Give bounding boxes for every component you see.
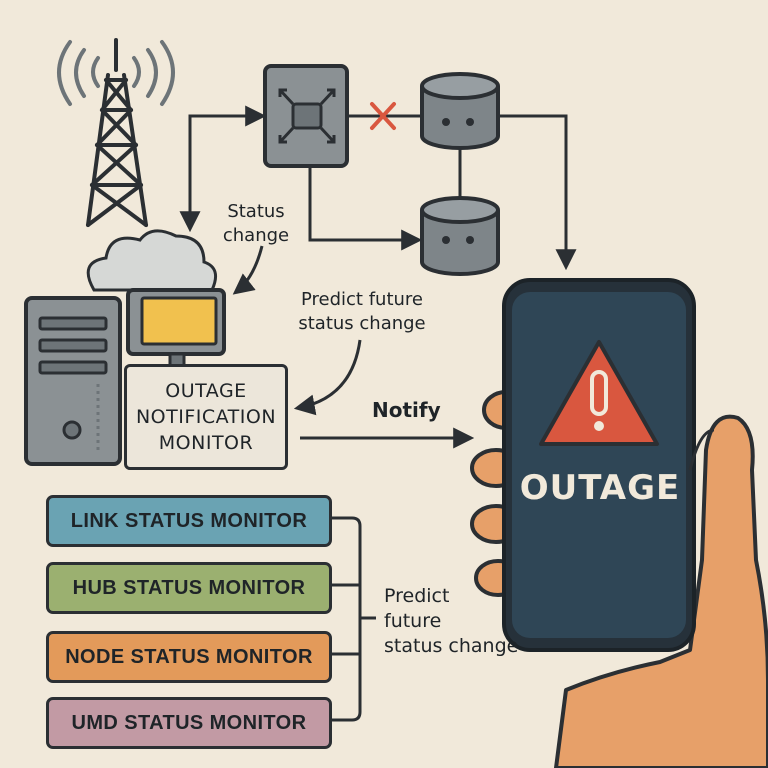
link-status-monitor: LINK STATUS MONITOR: [46, 495, 332, 547]
onm-line: MONITOR: [158, 432, 254, 454]
notify-label: Notify: [372, 398, 441, 422]
network-switch-icon: [263, 64, 349, 168]
onm-line: NOTIFICATION: [135, 406, 277, 428]
link-failure-x-icon: [370, 102, 396, 130]
thumb-icon: [688, 428, 715, 471]
link-to-node: [308, 166, 423, 251]
umd-status-monitor: UMD STATUS MONITOR: [46, 697, 332, 749]
monitor-bracket: [328, 516, 376, 722]
outage-notification-monitor: OUTAGE NOTIFICATION MONITOR: [124, 364, 288, 470]
smartphone-icon: [502, 278, 696, 652]
server-icon: [24, 296, 122, 466]
predict-arrow: [293, 339, 362, 416]
link-to-phone: [498, 114, 577, 271]
database-node-icon: [420, 196, 500, 276]
status-change-label: Status change: [222, 201, 290, 246]
signal-waves-icon: [57, 40, 175, 106]
hub-status-monitor: HUB STATUS MONITOR: [46, 562, 332, 614]
database-node-icon: [420, 72, 500, 150]
node-status-monitor: NODE STATUS MONITOR: [46, 631, 332, 683]
predict-future-label: Predict future status change: [298, 289, 426, 334]
desktop-monitor-icon: [126, 288, 226, 370]
outage-screen-text: OUTAGE: [519, 468, 681, 508]
predict-future-status-label: Predict future status change: [384, 585, 519, 657]
cloud-icon: [86, 229, 218, 292]
status-feed-arrow: [179, 105, 267, 233]
onm-line: OUTAGE: [165, 380, 247, 402]
status-change-arrow: [232, 245, 264, 295]
radio-tower-icon: [86, 38, 148, 227]
